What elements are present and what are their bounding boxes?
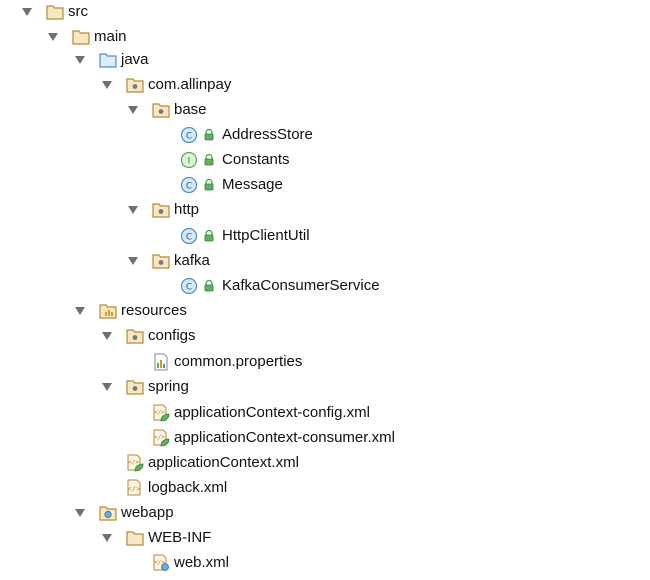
svg-text:C: C [186, 132, 192, 142]
class-icon: C [180, 176, 198, 194]
tree-node-label: kafka [174, 252, 210, 269]
expand-arrow-icon[interactable] [73, 506, 87, 520]
web-xml-icon: </> [152, 554, 170, 572]
lock-icon [202, 129, 215, 142]
svg-text:</>: </> [154, 409, 165, 416]
tree-node-label: base [174, 101, 207, 118]
source-folder-icon [99, 51, 117, 69]
svg-text:</>: </> [128, 485, 141, 493]
expand-arrow-icon[interactable] [100, 78, 114, 92]
expand-arrow-icon[interactable] [126, 254, 140, 268]
expand-arrow-icon[interactable] [126, 203, 140, 217]
expand-arrow-icon[interactable] [100, 380, 114, 394]
tree-node-applicationcontext-xml[interactable]: </> applicationContext.xml [126, 451, 299, 475]
tree-node-applicationcontext-config-xml[interactable]: </> applicationContext-config.xml [152, 401, 370, 425]
package-icon [152, 101, 170, 119]
tree-node-label: Message [222, 176, 283, 193]
tree-node-applicationcontext-consumer-xml[interactable]: </> applicationContext-consumer.xml [152, 426, 395, 450]
tree-node-constants[interactable]: I Constants [180, 148, 290, 172]
folder-icon [46, 3, 64, 21]
tree-node-http[interactable]: http [126, 198, 199, 222]
tree-node-logback-xml[interactable]: </> logback.xml [126, 476, 227, 500]
package-icon [126, 76, 144, 94]
spring-xml-icon: </> [126, 454, 144, 472]
tree-node-label: configs [148, 327, 196, 344]
package-icon [126, 378, 144, 396]
expand-arrow-icon[interactable] [46, 30, 60, 44]
lock-icon [202, 154, 215, 167]
tree-node-web-inf[interactable]: WEB-INF [100, 526, 211, 550]
expand-arrow-icon[interactable] [73, 304, 87, 318]
expand-arrow-icon[interactable] [20, 5, 34, 19]
tree-node-com-allinpay[interactable]: com.allinpay [100, 73, 231, 97]
tree-node-configs[interactable]: configs [100, 324, 196, 348]
expand-arrow-icon[interactable] [126, 103, 140, 117]
expand-arrow-icon[interactable] [73, 53, 87, 67]
tree-node-label: applicationContext-consumer.xml [174, 429, 395, 446]
tree-node-label: applicationContext-config.xml [174, 404, 370, 421]
folder-icon [72, 28, 90, 46]
tree-node-label: applicationContext.xml [148, 454, 299, 471]
svg-text:C: C [186, 182, 192, 192]
tree-node-label: logback.xml [148, 479, 228, 496]
tree-node-label: http [174, 201, 200, 218]
package-icon [152, 201, 170, 219]
tree-node-main[interactable]: main [46, 25, 127, 49]
tree-node-label: webapp [121, 504, 174, 521]
tree-node-label: WEB-INF [148, 529, 212, 546]
folder-icon [126, 529, 144, 547]
tree-node-src[interactable]: src [20, 0, 88, 24]
properties-file-icon [152, 353, 170, 371]
tree-node-label: main [94, 28, 127, 45]
tree-node-label: com.allinpay [148, 76, 232, 93]
svg-text:C: C [186, 233, 192, 243]
tree-node-addressstore[interactable]: C AddressStore [180, 123, 313, 147]
tree-node-label: common.properties [174, 353, 303, 370]
resources-folder-icon [99, 302, 117, 320]
svg-text:</>: </> [154, 559, 165, 566]
tree-node-web-xml[interactable]: </> web.xml [152, 551, 229, 575]
lock-icon [202, 179, 215, 192]
svg-text:</>: </> [128, 459, 139, 466]
spring-xml-icon: </> [152, 429, 170, 447]
tree-node-resources[interactable]: resources [73, 299, 187, 323]
tree-node-common-properties[interactable]: common.properties [152, 350, 302, 374]
xml-file-icon: </> [126, 479, 144, 497]
lock-icon [202, 280, 215, 293]
tree-node-kafka[interactable]: kafka [126, 249, 210, 273]
tree-node-label: KafkaConsumerService [222, 277, 380, 294]
tree-node-base[interactable]: base [126, 98, 207, 122]
class-icon: C [180, 126, 198, 144]
class-icon: C [180, 277, 198, 295]
interface-icon: I [180, 151, 198, 169]
web-folder-icon [99, 504, 117, 522]
lock-icon [202, 230, 215, 243]
svg-text:I: I [188, 157, 191, 167]
spring-xml-icon: </> [152, 404, 170, 422]
tree-node-httpclientutil[interactable]: C HttpClientUtil [180, 224, 310, 248]
tree-node-kafkaconsumerservice[interactable]: C KafkaConsumerService [180, 274, 380, 298]
tree-node-java[interactable]: java [73, 48, 149, 72]
tree-node-label: Constants [222, 151, 290, 168]
tree-node-label: resources [121, 302, 187, 319]
tree-node-label: spring [148, 378, 189, 395]
package-icon [126, 327, 144, 345]
svg-text:</>: </> [154, 434, 165, 441]
tree-node-label: java [121, 51, 149, 68]
tree-node-label: HttpClientUtil [222, 227, 310, 244]
expand-arrow-icon[interactable] [100, 531, 114, 545]
tree-node-message[interactable]: C Message [180, 173, 283, 197]
class-icon: C [180, 227, 198, 245]
tree-node-label: web.xml [174, 554, 230, 571]
tree-node-webapp[interactable]: webapp [73, 501, 174, 525]
svg-text:C: C [186, 283, 192, 293]
tree-node-label: src [68, 3, 88, 20]
tree-node-spring[interactable]: spring [100, 375, 189, 399]
tree-node-label: AddressStore [222, 126, 313, 143]
expand-arrow-icon[interactable] [100, 329, 114, 343]
package-icon [152, 252, 170, 270]
